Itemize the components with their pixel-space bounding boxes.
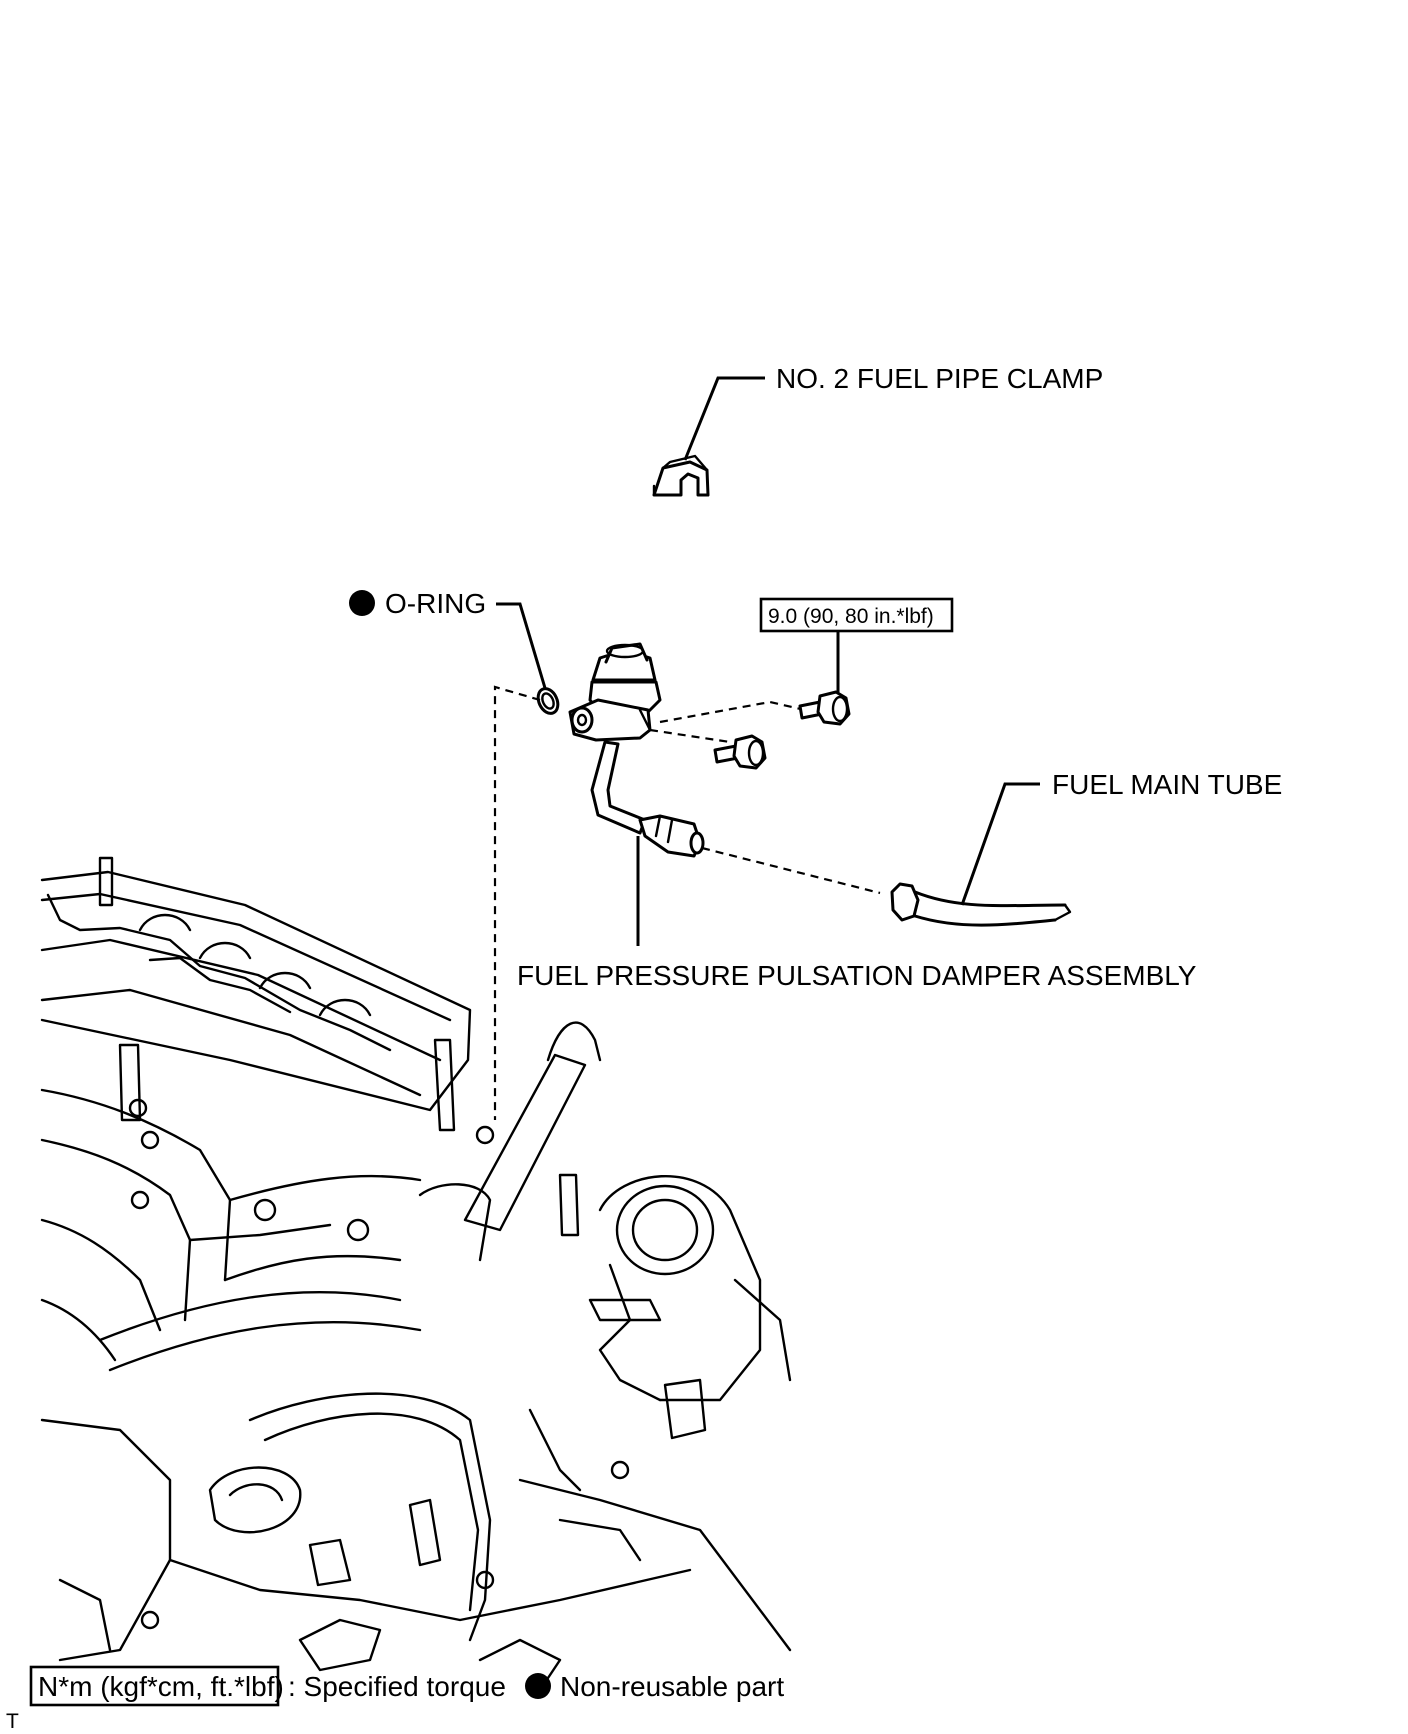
legend-torque-box-text: N*m (kgf*cm, ft.*lbf) [38,1671,284,1702]
legend-nonreusable-bullet-icon [525,1673,551,1699]
pulsation-damper-assembly [568,642,705,858]
clamp-label: NO. 2 FUEL PIPE CLAMP [776,363,1103,394]
oring-bullet-icon [349,590,375,616]
fuel-pipe-clamp [652,454,710,497]
corner-mark: T [6,1710,19,1733]
oring-part [536,687,560,715]
bolt-upper [798,690,851,726]
bolt-lower [713,734,767,770]
legend-torque-text: : Specified torque [288,1671,506,1702]
torque-spec-box [759,597,954,633]
tube-leader-line [960,782,1040,906]
legend-nonreusable-text: Non-reusable part [560,1671,784,1702]
engine-illustration [40,856,792,1692]
clamp-leader-line [683,376,765,461]
bolt-alignment-line-upper [659,700,806,724]
oring-label: O-RING [385,588,486,619]
bolt-alignment-line [649,728,731,744]
fuel-main-tube-label: FUEL MAIN TUBE [1052,769,1282,800]
legend-torque-box [29,1665,280,1707]
oring-leader-line [496,602,547,689]
torque-spec-label: 9.0 (90, 80 in.*lbf) [768,605,934,628]
tube-alignment-line [701,846,881,895]
oring-alignment-line [493,685,541,1120]
damper-label: FUEL PRESSURE PULSATION DAMPER ASSEMBLY [517,960,1197,991]
fuel-main-tube [890,882,1072,927]
